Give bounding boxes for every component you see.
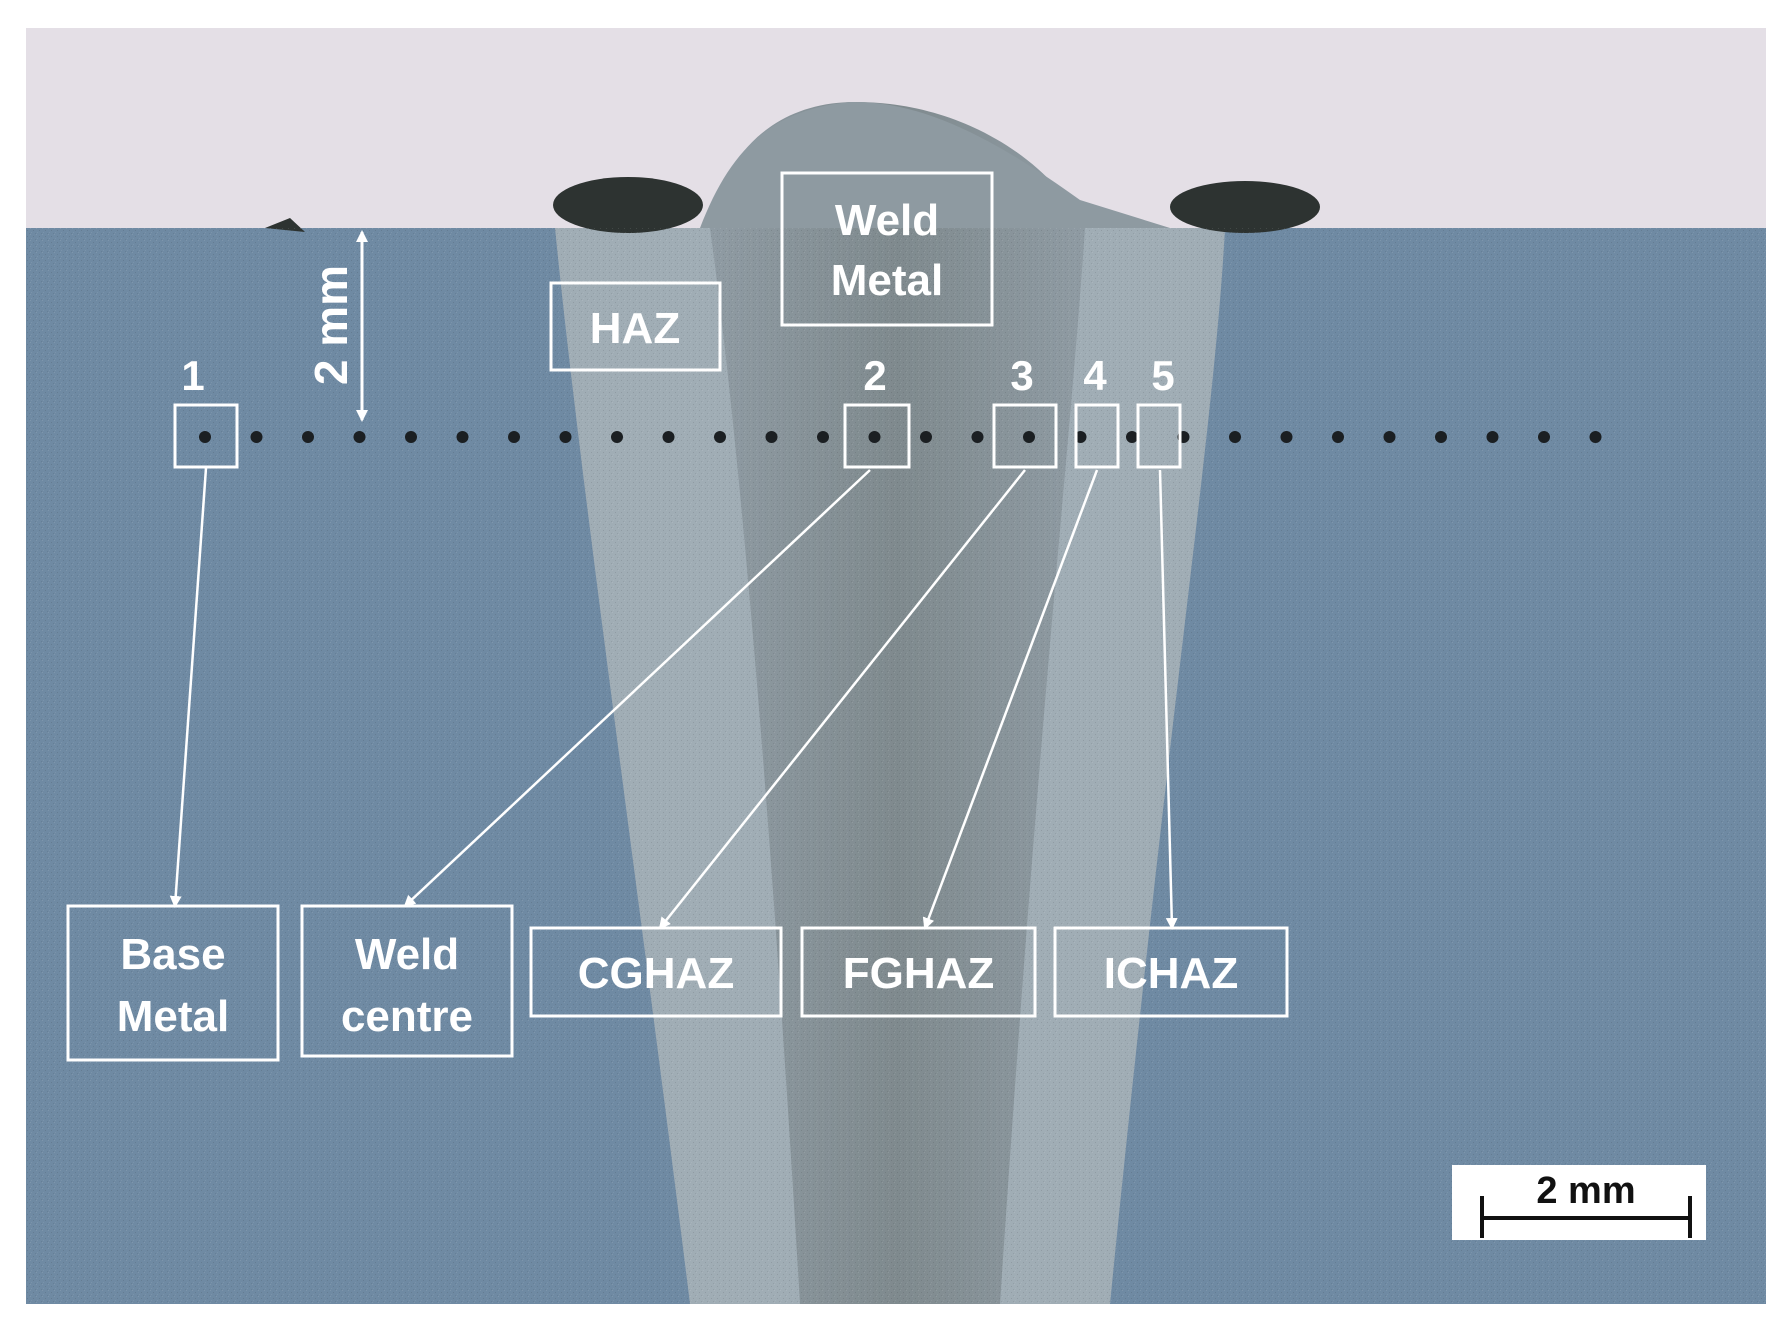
hardness-indent <box>199 431 211 443</box>
haz-label: HAZ <box>590 304 680 353</box>
hardness-indent <box>405 431 417 443</box>
zone-label-line1: Base <box>120 930 225 979</box>
hardness-indent <box>1383 431 1396 443</box>
scale-bar-background <box>1452 1165 1706 1240</box>
hardness-indent <box>1332 431 1344 443</box>
weld-metal-label-box <box>780 171 994 327</box>
scale-bar-label: 2 mm <box>1536 1170 1635 1212</box>
hardness-indent <box>868 431 881 443</box>
hardness-indent <box>714 431 726 443</box>
hardness-indent <box>765 431 778 443</box>
point-number: 5 <box>1151 352 1174 399</box>
hardness-indent <box>920 431 932 443</box>
indent-row <box>199 431 1602 443</box>
hardness-indent <box>302 431 314 443</box>
hardness-indent <box>1435 431 1447 443</box>
hardness-indent <box>1280 431 1293 443</box>
hardness-indent <box>508 431 520 443</box>
point-arrow <box>403 469 871 908</box>
zone-label: ICHAZ <box>1104 949 1238 998</box>
point-number: 3 <box>1010 352 1033 399</box>
zone-label-line2: centre <box>341 992 473 1041</box>
hardness-indent <box>971 431 984 443</box>
hardness-indent <box>1023 431 1035 443</box>
point-number: 1 <box>181 352 204 399</box>
spatter-left <box>553 177 703 233</box>
point-arrow <box>922 469 1099 930</box>
point-number: 4 <box>1083 352 1107 399</box>
grain-texture <box>26 228 1766 1304</box>
weld-metal-label-line1: Weld <box>835 196 939 245</box>
spatter-right <box>1170 181 1320 233</box>
zone-label: FGHAZ <box>843 949 995 998</box>
point-marker-box <box>992 403 1058 469</box>
zone-label-box <box>529 926 783 1018</box>
scale-bar: 2 mm <box>1452 1165 1706 1240</box>
hardness-indent <box>662 431 675 443</box>
zone-label-box <box>300 904 514 1058</box>
zone-label-line2: Metal <box>117 992 229 1041</box>
weld-cap <box>700 101 1170 228</box>
point-marker-box <box>173 403 239 469</box>
point-marker-box <box>843 403 911 469</box>
hardness-indent <box>559 431 572 443</box>
point-arrow <box>169 467 208 908</box>
zone-label-box <box>1053 926 1289 1018</box>
hardness-indent <box>817 431 829 443</box>
hardness-indent <box>353 431 366 443</box>
hardness-indent <box>1538 431 1550 443</box>
point-number: 2 <box>863 352 886 399</box>
zone-label-box <box>800 926 1037 1018</box>
hardness-indent <box>611 431 623 443</box>
point-arrow <box>1158 469 1178 930</box>
zone-label: CGHAZ <box>578 949 734 998</box>
hardness-indent <box>1229 431 1241 443</box>
hardness-indent <box>1126 431 1138 443</box>
point-arrow <box>658 469 1026 930</box>
hardness-indent <box>456 431 469 443</box>
haz-label-box <box>549 281 722 372</box>
zone-label-box <box>66 904 280 1062</box>
hardness-indent <box>1589 431 1602 443</box>
weld-metal-label-line2: Metal <box>831 256 943 305</box>
hardness-indent <box>1486 431 1499 443</box>
point-marker-box <box>1136 403 1182 469</box>
depth-label: 2 mm <box>305 265 357 385</box>
point-marker-box <box>1074 403 1120 469</box>
zone-label-line1: Weld <box>355 930 459 979</box>
hardness-indent <box>250 431 263 443</box>
